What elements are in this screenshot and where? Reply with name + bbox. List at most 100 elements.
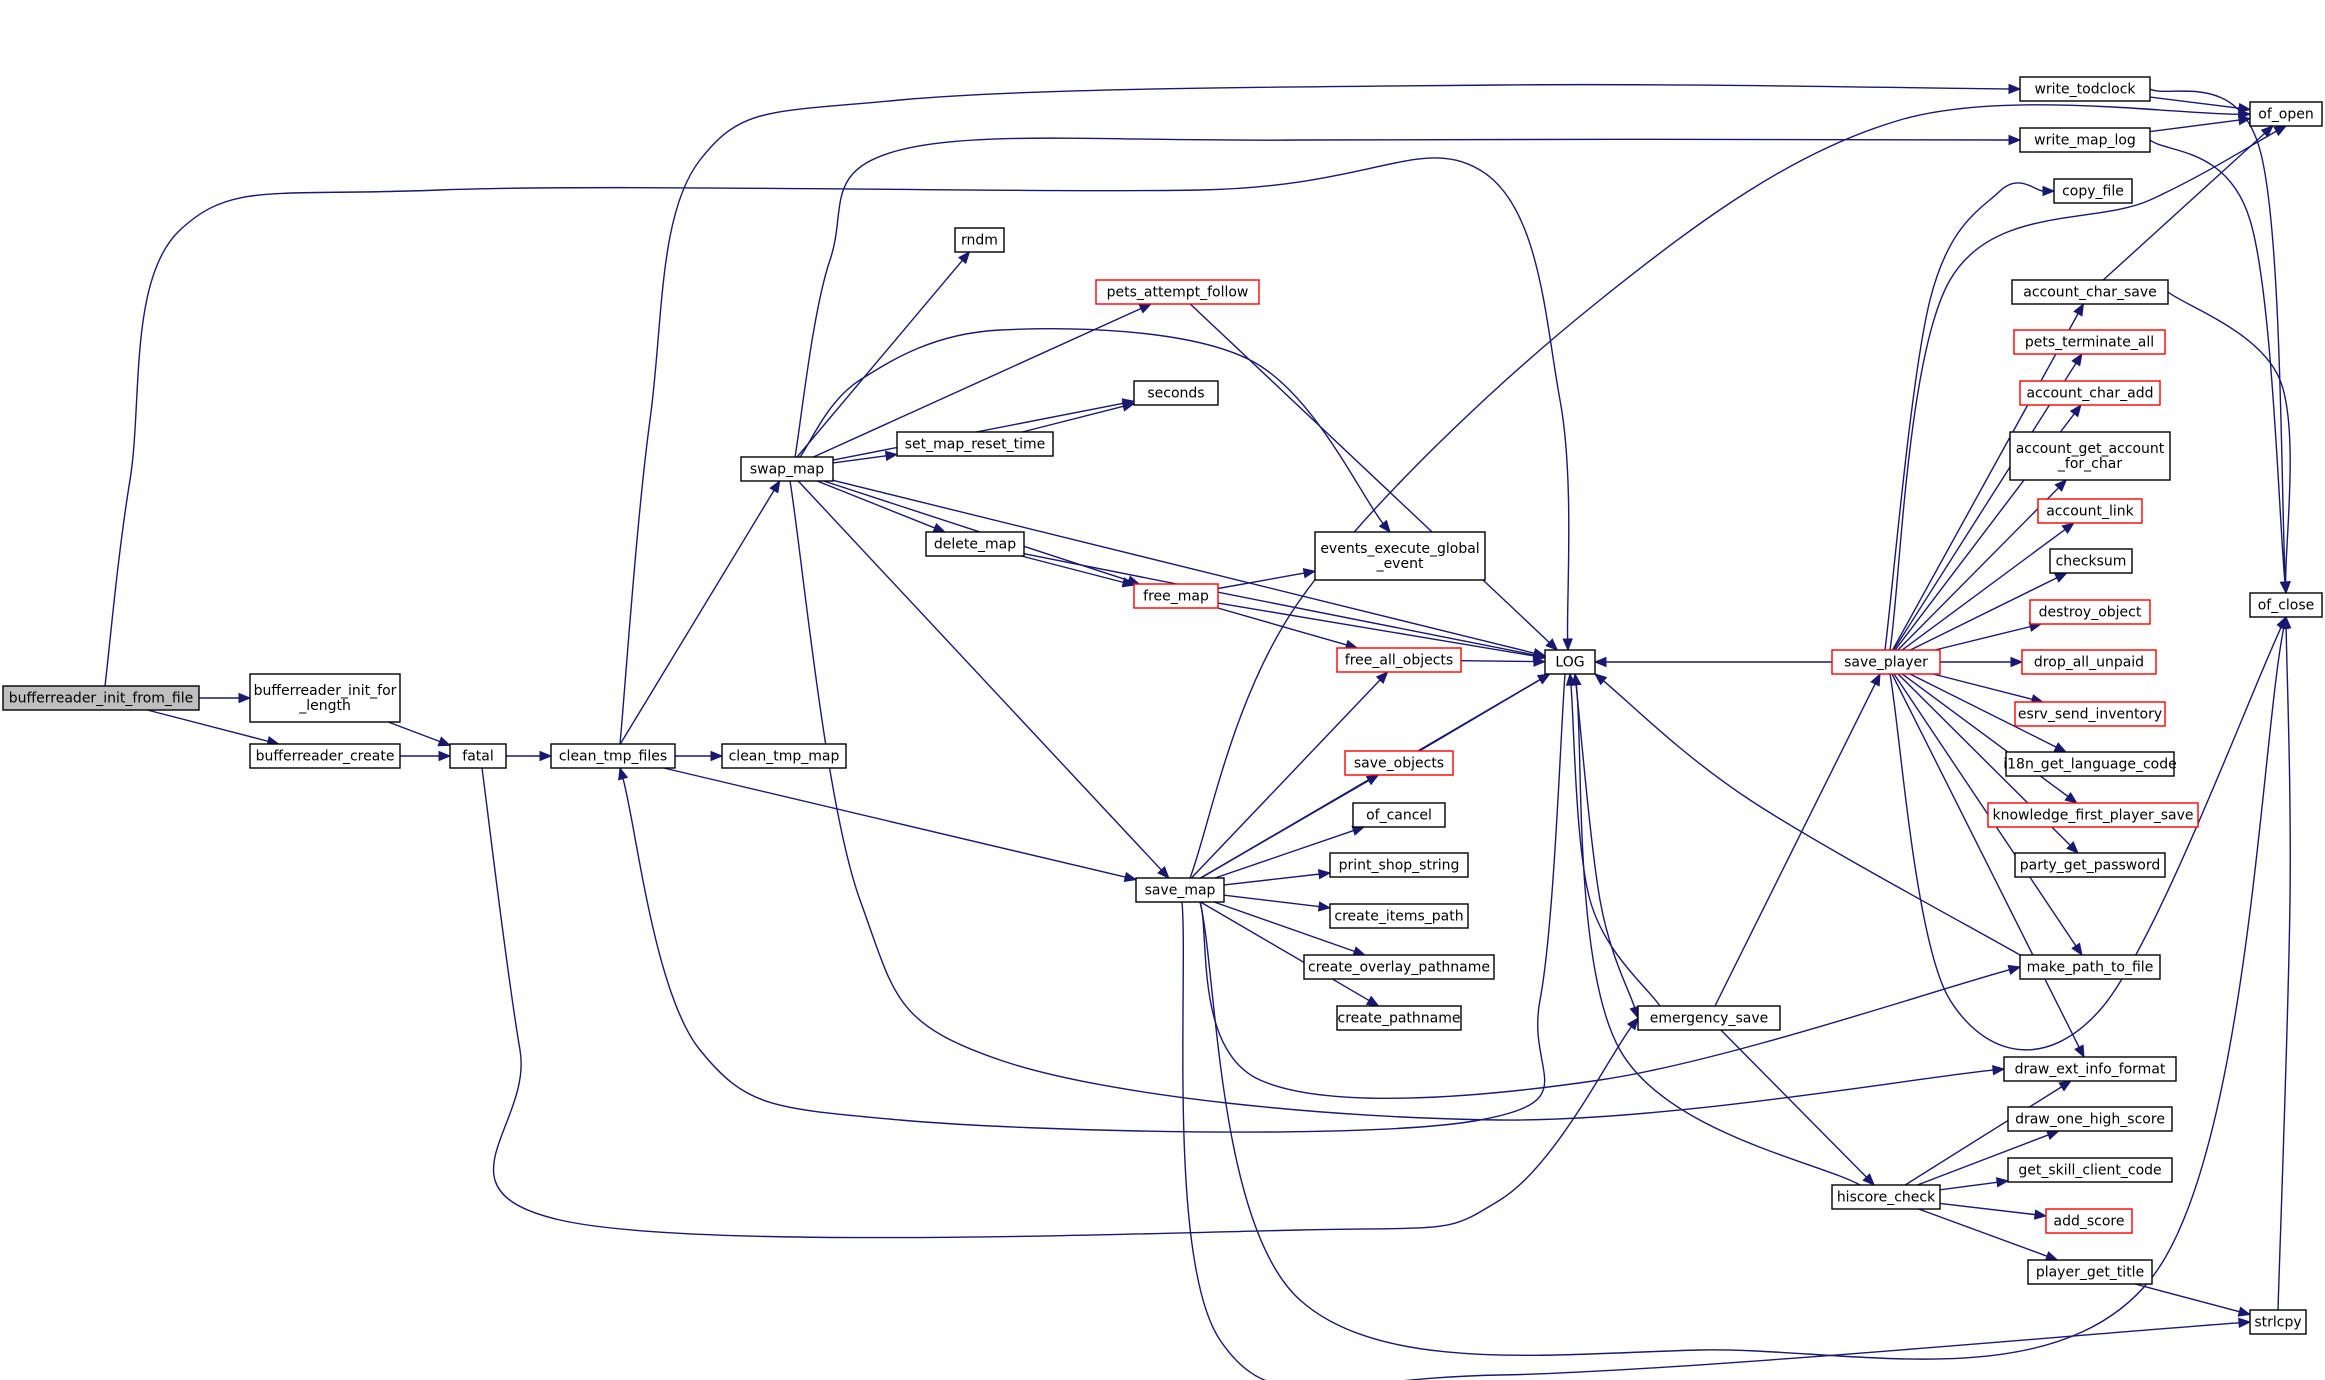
node-player-get-title[interactable]: player_get_title — [2027, 1259, 2153, 1285]
node-bufferreader-init-from-file[interactable]: bufferreader_init_from_file — [2, 685, 200, 711]
node-save-objects[interactable]: save_objects — [1344, 750, 1454, 776]
node-label: save_map — [1145, 883, 1216, 899]
node-swap-map[interactable]: swap_map — [740, 456, 834, 482]
edge-bufferreader_init_for_length-to-fatal — [388, 721, 452, 747]
node-label: add_score — [2054, 1214, 2125, 1230]
node-make-path-to-file[interactable]: make_path_to_file — [2019, 954, 2161, 980]
node-label: i18n_get_language_code — [2003, 757, 2177, 773]
node-label: of_close — [2258, 598, 2315, 614]
node-of-open[interactable]: of_open — [2249, 101, 2323, 127]
node-box — [2, 685, 200, 711]
node-free-all-objects[interactable]: free_all_objects — [1336, 647, 1462, 673]
edge-bufferreader_create-to-fatal — [400, 750, 452, 762]
node-get-skill-client-code[interactable]: get_skill_client_code — [2007, 1157, 2173, 1183]
edge-fatal-to-emergency_save — [481, 767, 1639, 1239]
node-box — [1344, 750, 1454, 776]
node-clean-tmp-map[interactable]: clean_tmp_map — [721, 743, 847, 769]
node-checksum[interactable]: checksum — [2049, 548, 2133, 574]
edge-save_player-to-pets_terminate_all — [1893, 352, 2083, 651]
node-emergency-save[interactable]: emergency_save — [1637, 1005, 1781, 1031]
node-box — [2021, 649, 2157, 675]
node-account-char-add[interactable]: account_char_add — [2019, 380, 2161, 406]
node-label: set_map_reset_time — [905, 437, 1046, 453]
node-of-cancel[interactable]: of_cancel — [1352, 802, 1446, 828]
node-create-overlay-pathname[interactable]: create_overlay_pathname — [1303, 954, 1495, 980]
node-box — [1095, 279, 1260, 305]
edge-bufferreader_init_from_file-to-bufferreader_init_for_length — [199, 692, 252, 704]
edge-bufferreader_init_from_file-to-LOG — [104, 157, 1573, 687]
node-knowledge-first-player-save[interactable]: knowledge_first_player_save — [1987, 802, 2199, 828]
node-draw-ext-info-format[interactable]: draw_ext_info_format — [2003, 1056, 2177, 1082]
edge-save_map-to-create_overlay_pathname — [1213, 901, 1367, 957]
node-set-map-reset-time[interactable]: set_map_reset_time — [896, 431, 1054, 457]
edge-fatal-to-clean_tmp_files — [506, 750, 553, 762]
edge-save_player-to-account_char_save — [1892, 302, 2085, 651]
node-write-map-log[interactable]: write_map_log — [2019, 127, 2151, 153]
node-draw-one-high-score[interactable]: draw_one_high_score — [2007, 1106, 2173, 1132]
node-pets-attempt-follow[interactable]: pets_attempt_follow — [1095, 279, 1260, 305]
node-create-items-path[interactable]: create_items_path — [1329, 903, 1469, 929]
node-account-get-account-for-char[interactable]: account_get_account_for_char — [2009, 431, 2171, 481]
node-box — [2027, 1259, 2153, 1285]
edge-save_player-to-account_link — [1901, 522, 2075, 651]
node-account-char-save[interactable]: account_char_save — [2011, 279, 2169, 305]
node-fatal[interactable]: fatal — [449, 743, 507, 769]
node-write-todclock[interactable]: write_todclock — [2019, 76, 2151, 102]
node-box — [2037, 498, 2143, 524]
node-box — [2029, 599, 2151, 625]
node-label: get_skill_client_code — [2018, 1163, 2161, 1179]
node-seconds[interactable]: seconds — [1133, 380, 1219, 406]
node-box — [2019, 76, 2151, 102]
edge-write_map_log-to-of_close — [2149, 139, 2291, 595]
node-events-execute-global-event[interactable]: events_execute_global_event — [1314, 531, 1486, 581]
node-destroy-object[interactable]: destroy_object — [2029, 599, 2151, 625]
edge-pets_attempt_follow-to-LOG — [1189, 303, 1559, 651]
node-bufferreader-init-for-length[interactable]: bufferreader_init_for_length — [249, 673, 401, 723]
node-create-pathname[interactable]: create_pathname — [1336, 1005, 1462, 1031]
edge-save_map-to-LOG — [1200, 673, 1551, 879]
node-box — [2014, 852, 2166, 878]
node-box — [1544, 649, 1596, 675]
edge-swap_map-to-delete_map — [816, 480, 947, 533]
node-copy-file[interactable]: copy_file — [2053, 178, 2133, 204]
node-save-player[interactable]: save_player — [1831, 649, 1941, 675]
node-esrv-send-inventory[interactable]: esrv_send_inventory — [2014, 701, 2166, 727]
node-clean-tmp-files[interactable]: clean_tmp_files — [550, 743, 676, 769]
node-box — [2014, 701, 2166, 727]
edge-save_player-to-of_close — [1889, 615, 2287, 1051]
node-drop-all-unpaid[interactable]: drop_all_unpaid — [2021, 649, 2157, 675]
node-save-map[interactable]: save_map — [1135, 877, 1225, 903]
node-of-close[interactable]: of_close — [2249, 592, 2323, 618]
node-i18n-get-language-code[interactable]: i18n_get_language_code — [2003, 751, 2177, 777]
node-box — [2009, 431, 2171, 481]
node-box — [2005, 751, 2175, 777]
node-label: seconds — [1147, 386, 1204, 402]
node-LOG[interactable]: LOG — [1544, 649, 1596, 675]
node-add-score[interactable]: add_score — [2045, 1208, 2133, 1234]
node-hiscore-check[interactable]: hiscore_check — [1831, 1184, 1941, 1210]
node-box — [1336, 647, 1462, 673]
node-account-link[interactable]: account_link — [2037, 498, 2143, 524]
node-label: create_items_path — [1334, 909, 1463, 925]
edge-swap_map-to-write_map_log — [794, 134, 2022, 458]
node-bufferreader-create[interactable]: bufferreader_create — [249, 743, 401, 769]
node-label: _event — [1376, 556, 1424, 572]
node-label: fatal — [462, 749, 493, 765]
node-label: print_shop_string — [1339, 858, 1460, 874]
node-strlcpy[interactable]: strlcpy — [2249, 1309, 2307, 1335]
edge-LOG-to-emergency_save — [1574, 673, 1640, 1020]
node-rndm[interactable]: rndm — [954, 227, 1005, 253]
edge-save_map-to-of_close — [1199, 615, 2289, 1360]
node-pets-terminate-all[interactable]: pets_terminate_all — [2013, 329, 2166, 355]
node-box — [249, 673, 401, 723]
edge-make_path_to_file-to-LOG — [1593, 673, 2021, 956]
edges-layer — [104, 83, 2292, 1380]
edge-save_map-to-make_path_to_file — [1199, 901, 2022, 1099]
node-free-map[interactable]: free_map — [1133, 583, 1219, 609]
node-party-get-password[interactable]: party_get_password — [2014, 852, 2166, 878]
node-print-shop-string[interactable]: print_shop_string — [1329, 852, 1469, 878]
edge-write_todclock-to-of_open — [2149, 96, 2252, 114]
node-box — [550, 743, 676, 769]
node-label: save_objects — [1354, 756, 1444, 772]
node-delete-map[interactable]: delete_map — [925, 531, 1025, 557]
